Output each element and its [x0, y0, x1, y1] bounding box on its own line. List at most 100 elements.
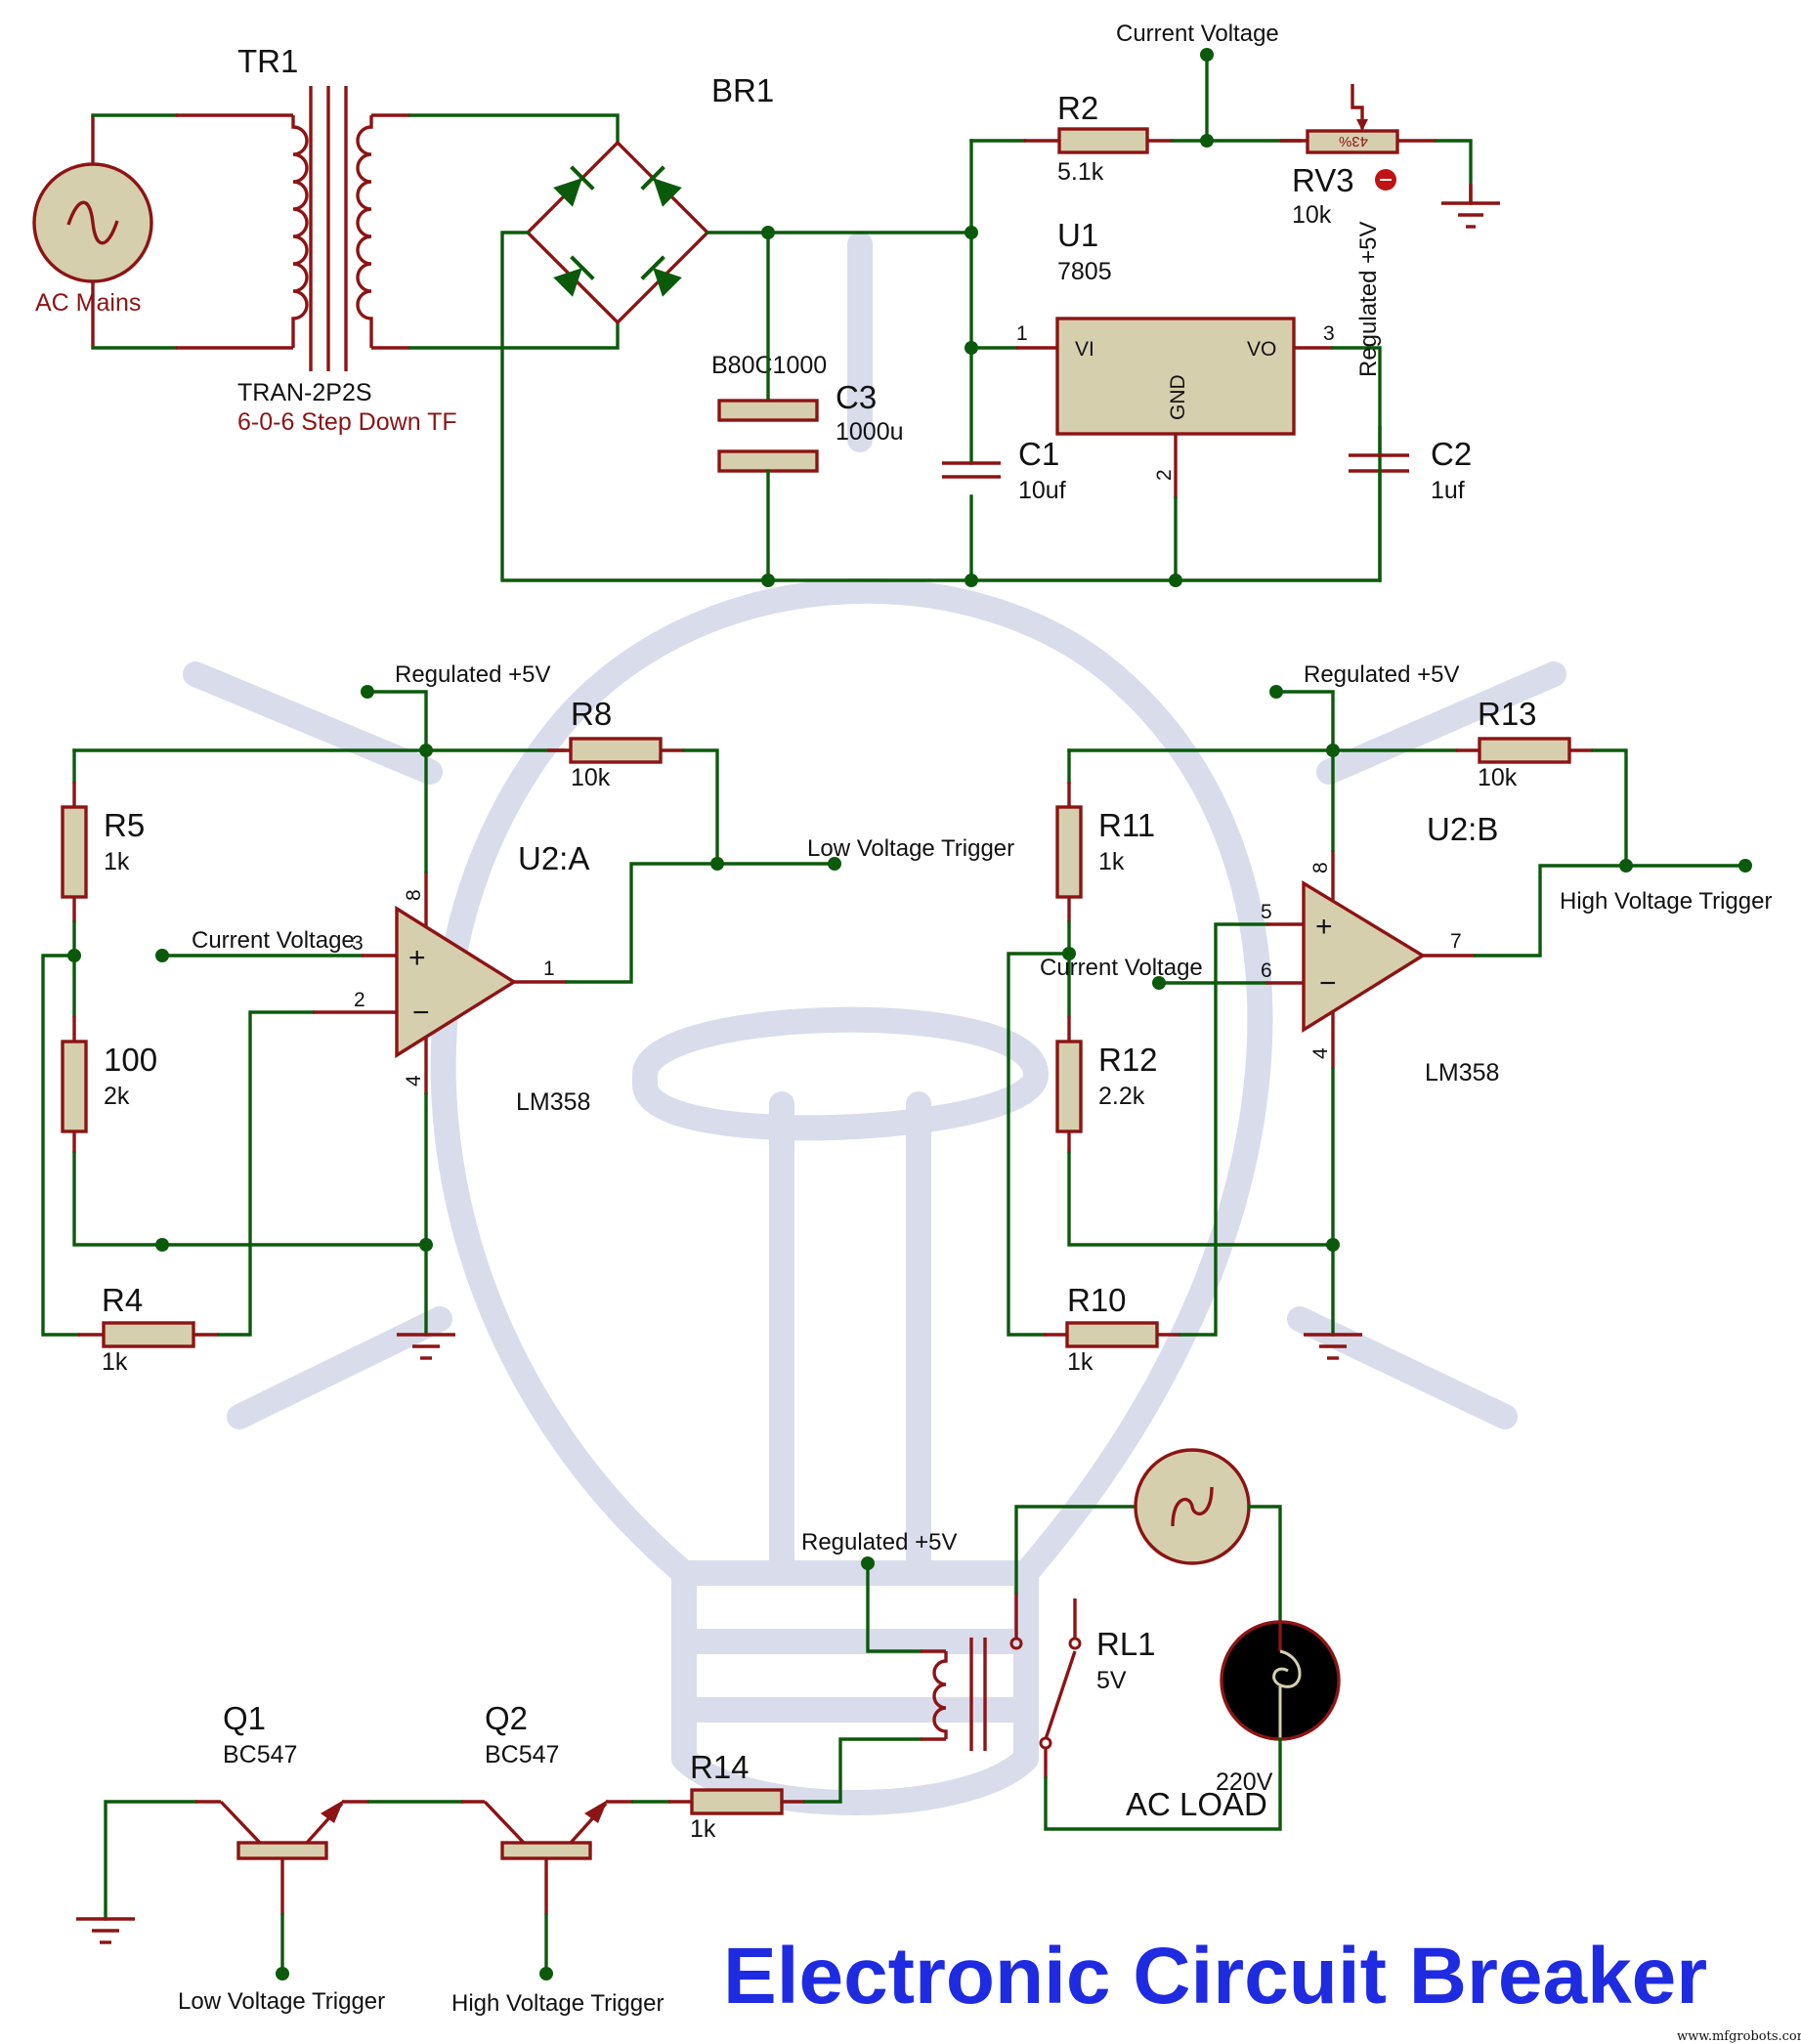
u2b-part: LM358	[1425, 1059, 1499, 1086]
u1-part: 7805	[1057, 258, 1112, 285]
r100-ref: 100	[104, 1042, 157, 1078]
u2a-pin-minus: 2	[354, 989, 365, 1011]
q1-ref: Q1	[223, 1700, 266, 1736]
regulator-u1-body	[1055, 317, 1296, 436]
u2b-pin-out: 7	[1450, 930, 1462, 953]
r12-ref: R12	[1098, 1042, 1158, 1078]
comparator-b-section: Regulated +5V R13 10k R11 1k R12 2.2k R1…	[1007, 661, 1772, 1376]
u2b-pin-gnd: 4	[1309, 1047, 1332, 1059]
u1-pin3: 3	[1323, 322, 1335, 345]
r11-value: 1k	[1098, 848, 1125, 875]
comp-b-output-net: High Voltage Trigger	[1560, 888, 1772, 915]
u2a-part: LM358	[516, 1088, 590, 1116]
r13-value: 10k	[1478, 764, 1518, 791]
relay-stage-section: Q1 BC547 Low Voltage Trigger Q2 BC547 Hi…	[76, 1448, 1341, 2017]
r2-body	[1057, 127, 1149, 154]
c1-value: 10uf	[1018, 477, 1066, 504]
tr1-ref: TR1	[237, 43, 298, 79]
r4-value: 1k	[102, 1348, 128, 1376]
page-title: Electronic Circuit Breaker	[723, 1932, 1707, 2021]
c3-plate-top	[717, 399, 819, 422]
rl1-value: 5V	[1096, 1667, 1127, 1694]
u1-pin-gnd: GND	[1167, 374, 1189, 420]
tr1-desc: 6-0-6 Step Down TF	[237, 408, 457, 436]
u2a-pin-out: 1	[543, 958, 555, 980]
c2-value: 1uf	[1431, 477, 1465, 504]
ac-load-label: AC LOAD	[1126, 1786, 1267, 1822]
r14-ref: R14	[690, 1749, 750, 1785]
r4-body	[102, 1321, 195, 1348]
r14-body	[690, 1788, 784, 1815]
r12-body	[1055, 1040, 1083, 1133]
u2a-pin-plus: 3	[352, 932, 364, 955]
u2b-plus-sign: +	[1315, 911, 1333, 943]
opamp-u2a-body	[395, 905, 518, 1059]
q2-base-net: High Voltage Trigger	[451, 1990, 664, 2017]
c3-plate-bottom	[717, 449, 819, 473]
r100-value: 2k	[104, 1083, 130, 1110]
r5-ref: R5	[104, 807, 145, 843]
r8-value: 10k	[571, 764, 611, 791]
comp-b-input-net: Current Voltage	[1040, 955, 1203, 981]
u1-pin-vi: VI	[1075, 338, 1094, 361]
comp-a-input-net: Current Voltage	[192, 927, 355, 954]
u2b-pin-vcc: 8	[1309, 862, 1332, 873]
ground-icon	[1441, 184, 1500, 229]
ground-icon	[397, 1333, 455, 1360]
q1-part: BC547	[223, 1741, 297, 1768]
u1-pin1: 1	[1016, 322, 1028, 345]
u2b-pin-plus: 5	[1261, 901, 1272, 923]
u2b-ref: U2:B	[1427, 811, 1498, 847]
current-voltage-net-label: Current Voltage	[1116, 21, 1279, 47]
u2a-pin-vcc: 8	[403, 889, 425, 901]
opamp-u2b-body	[1302, 879, 1427, 1034]
q1-base-net: Low Voltage Trigger	[178, 1988, 385, 2015]
u2a-plus-sign: +	[408, 942, 426, 974]
u2a-pin-gnd: 4	[403, 1075, 425, 1086]
r11-body	[1055, 805, 1083, 899]
transistor-q2-icon	[461, 1800, 633, 1915]
br1-ref: BR1	[711, 72, 774, 108]
comp-a-supply-label: Regulated +5V	[395, 661, 550, 688]
tr1-part: TRAN-2P2S	[237, 379, 372, 406]
c3-value: 1000u	[836, 418, 904, 446]
q2-ref: Q2	[485, 1700, 528, 1736]
transformer-tr1	[176, 86, 410, 371]
u2b-pin-minus: 6	[1261, 959, 1272, 982]
comp-a-output-net: Low Voltage Trigger	[807, 835, 1014, 862]
rv3-value: 10k	[1292, 201, 1332, 229]
relay-supply-label: Regulated +5V	[801, 1529, 957, 1555]
r10-value: 1k	[1067, 1348, 1093, 1376]
relay-coil-icon	[921, 1638, 987, 1751]
comparator-a-section: Regulated +5V R8 10k R5 1k 100 2k R4 1k	[41, 661, 1014, 1376]
r8-body	[569, 737, 663, 764]
r5-value: 1k	[104, 848, 130, 875]
transistor-q1-icon	[195, 1800, 369, 1915]
bulb-watermark	[183, 232, 1566, 1815]
bridge-rectifier-br1	[525, 140, 710, 325]
r13-ref: R13	[1478, 696, 1537, 732]
q2-part: BC547	[485, 1741, 559, 1768]
c2-ref: C2	[1431, 436, 1472, 472]
r14-value: 1k	[690, 1815, 716, 1843]
credit-text: www.mfgrobots.com	[1677, 2029, 1801, 2044]
u2a-ref: U2:A	[518, 840, 589, 876]
u2a-minus-sign: −	[412, 997, 430, 1029]
r13-body	[1478, 737, 1571, 764]
r12-value: 2.2k	[1098, 1083, 1145, 1110]
rv3-ref: RV3	[1292, 162, 1354, 198]
c3-ref: C3	[836, 379, 877, 415]
r10-body	[1065, 1321, 1159, 1348]
ground-icon	[1304, 1333, 1362, 1360]
r11-ref: R11	[1098, 807, 1155, 843]
u1-pin-vo: VO	[1247, 338, 1276, 361]
r4-ref: R4	[102, 1282, 143, 1318]
lamp-value: 220V	[1216, 1768, 1273, 1796]
u2b-minus-sign: −	[1319, 967, 1337, 1000]
r100-body	[61, 1040, 88, 1133]
c1-ref: C1	[1018, 436, 1059, 472]
u1-pin2: 2	[1153, 469, 1176, 481]
ground-icon	[76, 1917, 135, 1944]
rv3-setting: 43%	[1339, 133, 1368, 149]
